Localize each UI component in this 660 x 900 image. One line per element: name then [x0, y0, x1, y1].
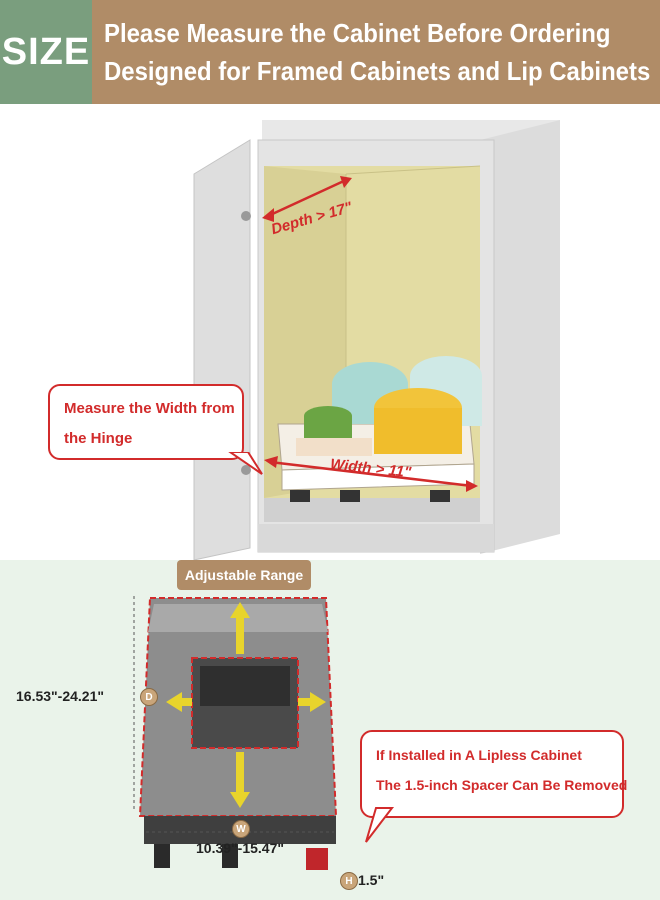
foot-icon — [154, 844, 170, 868]
depth-arrow — [267, 178, 347, 218]
arrow-down-icon — [230, 792, 250, 808]
cabinet-side — [480, 120, 560, 554]
hinge-icon-lower — [241, 465, 251, 475]
spacer-callout-line-2: The 1.5-inch Spacer Can Be Removed — [376, 777, 628, 793]
width-range-value: 10.39"-15.47" — [196, 840, 285, 856]
cabinet-toe — [258, 524, 494, 552]
hinge-callout-line-1: Measure the Width from — [64, 400, 235, 417]
hinge-callout-pointer — [228, 452, 263, 475]
arrow-up-icon — [230, 602, 250, 618]
height-badge: H — [340, 872, 358, 890]
width-arrow — [269, 460, 473, 488]
tray-rail — [290, 490, 310, 502]
hinge-callout-line-2: the Hinge — [64, 430, 133, 447]
spacer-icon — [306, 848, 328, 870]
spacer-callout: If Installed in A Lipless Cabinet The 1.… — [360, 730, 628, 818]
arrow-right-icon — [310, 692, 326, 712]
cabinet-top — [262, 120, 560, 140]
arrow-left-icon — [166, 692, 182, 712]
header-line-2: Designed for Framed Cabinets and Lip Cab… — [104, 56, 651, 86]
hinge-callout: Measure the Width from the Hinge — [48, 384, 244, 460]
hinge-icon — [241, 211, 251, 221]
adjustable-range-tag: Adjustable Range — [177, 560, 311, 590]
header-line-1: Please Measure the Cabinet Before Orderi… — [104, 18, 611, 48]
width-badge: W — [232, 820, 250, 838]
height-value: 1.5" — [358, 872, 385, 888]
depth-range-value: 16.53"-24.21" — [16, 688, 105, 704]
size-badge-text: SIZE — [1, 30, 91, 73]
size-badge: SIZE — [0, 0, 92, 104]
organizer-illustration — [133, 596, 338, 870]
header-banner: Please Measure the Cabinet Before Orderi… — [92, 0, 660, 104]
depth-badge: D — [140, 688, 158, 706]
cabinet-door — [193, 139, 251, 560]
spacer-callout-line-1: If Installed in A Lipless Cabinet — [376, 747, 582, 763]
cabinet-illustration — [193, 120, 560, 560]
spacer-callout-pointer — [365, 807, 395, 843]
